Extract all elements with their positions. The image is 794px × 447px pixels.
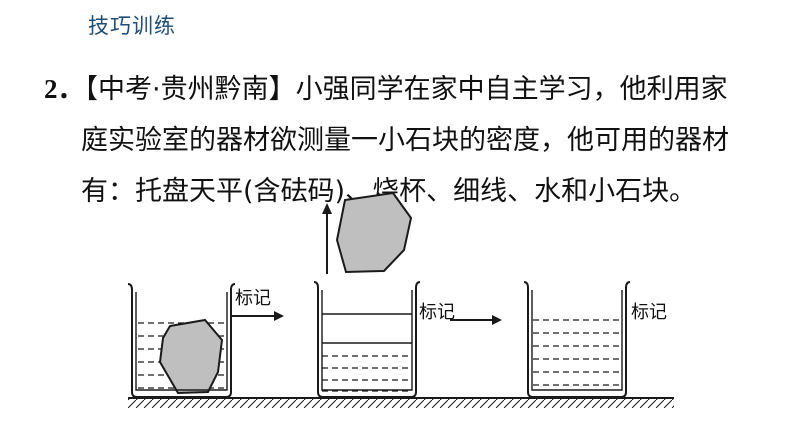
table-surface (128, 397, 674, 408)
section-title: 技巧训练 (88, 14, 176, 38)
beaker-1-outline (127, 283, 236, 398)
problem-number: 2． (44, 74, 85, 104)
stone-lifted (335, 191, 413, 274)
problem-source: 【中考·贵州黔南】 (84, 74, 296, 105)
mark-label-2: 标记 (419, 302, 455, 323)
problem-line-2: 庭实验室的器材欲测量一小石块的密度，他可用的器材 (81, 125, 729, 156)
problem-line-1: 2．【中考·贵州黔南】小强同学在家中自主学习，他利用家 (44, 64, 764, 115)
beaker-3-outline (523, 281, 631, 398)
beaker-2-water (322, 342, 412, 392)
mark-label-3: 标记 (631, 302, 667, 323)
beaker-2: 标记 (313, 191, 502, 398)
stone-submerged (158, 318, 224, 395)
beaker-3-water (533, 319, 622, 386)
lift-arrow-head (322, 203, 332, 214)
beaker-2-outline (313, 281, 421, 398)
beaker-1: 标记 (127, 283, 284, 398)
beaker-3: 标记 (523, 281, 667, 398)
problem-text-1: 小强同学在家中自主学习，他利用家 (295, 74, 728, 105)
mark-label-1: 标记 (235, 288, 271, 309)
problem-text: 2．【中考·贵州黔南】小强同学在家中自主学习，他利用家 庭实验室的器材欲测量一小… (44, 64, 764, 217)
